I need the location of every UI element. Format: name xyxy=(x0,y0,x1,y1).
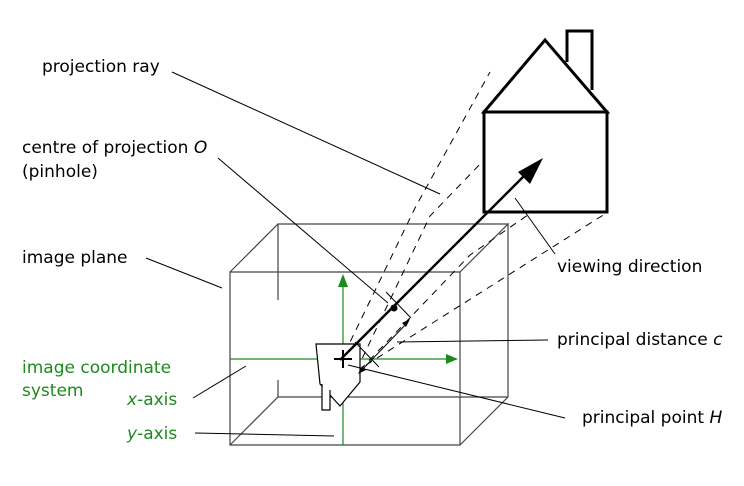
house-chimney xyxy=(565,29,594,90)
principal-point-marker xyxy=(334,350,352,368)
leader-projection-ray xyxy=(171,71,441,195)
leader-viewing-direction xyxy=(514,197,556,255)
label-y-axis: y-axis xyxy=(126,424,177,444)
leader-lines xyxy=(145,71,566,437)
projection-lines xyxy=(321,48,609,406)
label-image-coordinate-system-line1: image coordinate xyxy=(22,358,171,378)
y-axis-arrowhead xyxy=(338,274,348,287)
leader-x-axis xyxy=(194,432,335,437)
principal-distance-dimension xyxy=(354,291,412,374)
label-principal-distance: principal distance c xyxy=(557,330,723,350)
label-image-coordinate-system-line2: system xyxy=(22,381,83,401)
label-x-axis: x-axis xyxy=(126,390,177,410)
leader-principal-point xyxy=(347,364,566,419)
leader-centre-of-projection xyxy=(217,157,389,304)
centre-of-projection-point xyxy=(390,304,398,312)
label-viewing-direction: viewing direction xyxy=(557,257,702,277)
label-centre-of-projection: centre of projection O xyxy=(22,138,207,158)
viewing-direction-arrow xyxy=(339,158,543,361)
camera-box xyxy=(229,223,510,446)
leader-principal-distance xyxy=(396,339,549,343)
leader-image-coordinate-system xyxy=(192,365,247,399)
house xyxy=(480,29,611,214)
label-image-plane: image plane xyxy=(22,248,128,268)
label-principal-point: principal point H xyxy=(582,408,722,428)
label-pinhole: (pinhole) xyxy=(22,162,98,182)
leader-image-plane xyxy=(145,257,223,289)
projected-house-image xyxy=(315,343,361,411)
x-axis-arrowhead xyxy=(446,354,458,364)
label-projection-ray: projection ray xyxy=(42,57,160,77)
